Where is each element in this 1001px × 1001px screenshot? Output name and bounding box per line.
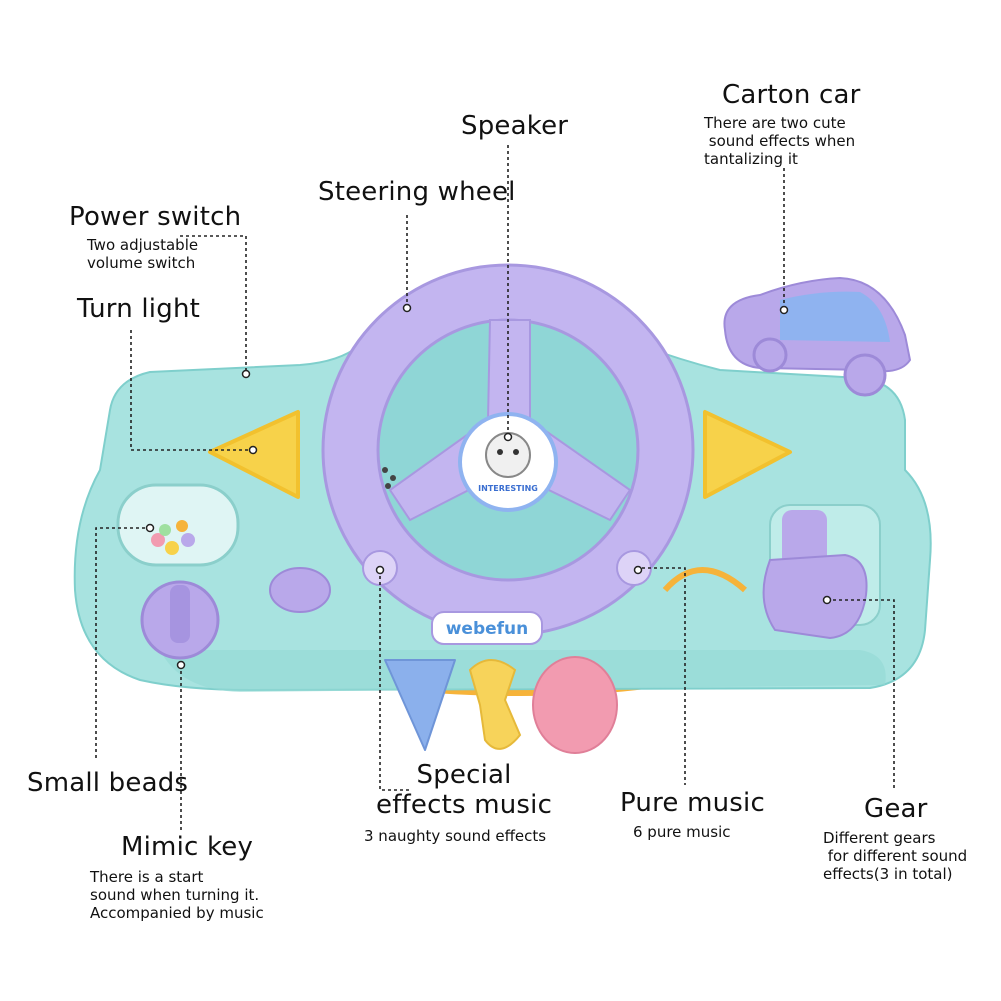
turn-light-title: Turn light (77, 294, 201, 324)
key-yellow (468, 659, 522, 750)
small-beads-title: Small beads (27, 768, 189, 798)
pure-music-desc: 6 pure music (633, 823, 731, 841)
key-pink (532, 656, 618, 754)
leader-special-effects (379, 570, 410, 791)
steering-wheel-title: Steering wheel (318, 177, 516, 207)
leader-turn-light (130, 330, 253, 451)
power-switch-desc: Two adjustable volume switch (87, 236, 199, 272)
special-effects-title: Special effects music (376, 760, 553, 820)
leader-pure-music (636, 567, 686, 785)
carton-car-title: Carton car (722, 80, 861, 110)
pure-music-button (616, 550, 652, 586)
dashboard-lip (160, 650, 886, 692)
gear-knob (762, 553, 868, 640)
car-wheel-right (843, 353, 887, 397)
left-turn-light (208, 410, 300, 499)
speaker-title: Speaker (461, 111, 569, 141)
key-blue (384, 659, 456, 751)
special-effects-desc: 3 naughty sound effects (364, 827, 547, 845)
power-switch-title: Power switch (69, 202, 242, 232)
leader-small-beads (95, 527, 150, 758)
speaker-badge: INTERESTING (478, 484, 538, 493)
leader-gear (827, 599, 895, 790)
brand-logo: webefun (446, 619, 529, 639)
left-lever (269, 567, 331, 613)
right-turn-light (703, 410, 792, 499)
leader-power-switch (180, 235, 247, 374)
mimic-key-title: Mimic key (121, 832, 254, 862)
gear-title: Gear (864, 794, 928, 824)
car-wheel-left (752, 337, 788, 373)
mimic-key-desc: There is a start sound when turning it. … (90, 868, 264, 922)
gauge (662, 567, 747, 593)
gear-desc: Different gears for different sound effe… (823, 829, 968, 883)
pure-music-title: Pure music (620, 788, 765, 818)
logo-plate (431, 611, 543, 645)
carton-car-desc: There are two cute sound effects when ta… (704, 114, 856, 168)
